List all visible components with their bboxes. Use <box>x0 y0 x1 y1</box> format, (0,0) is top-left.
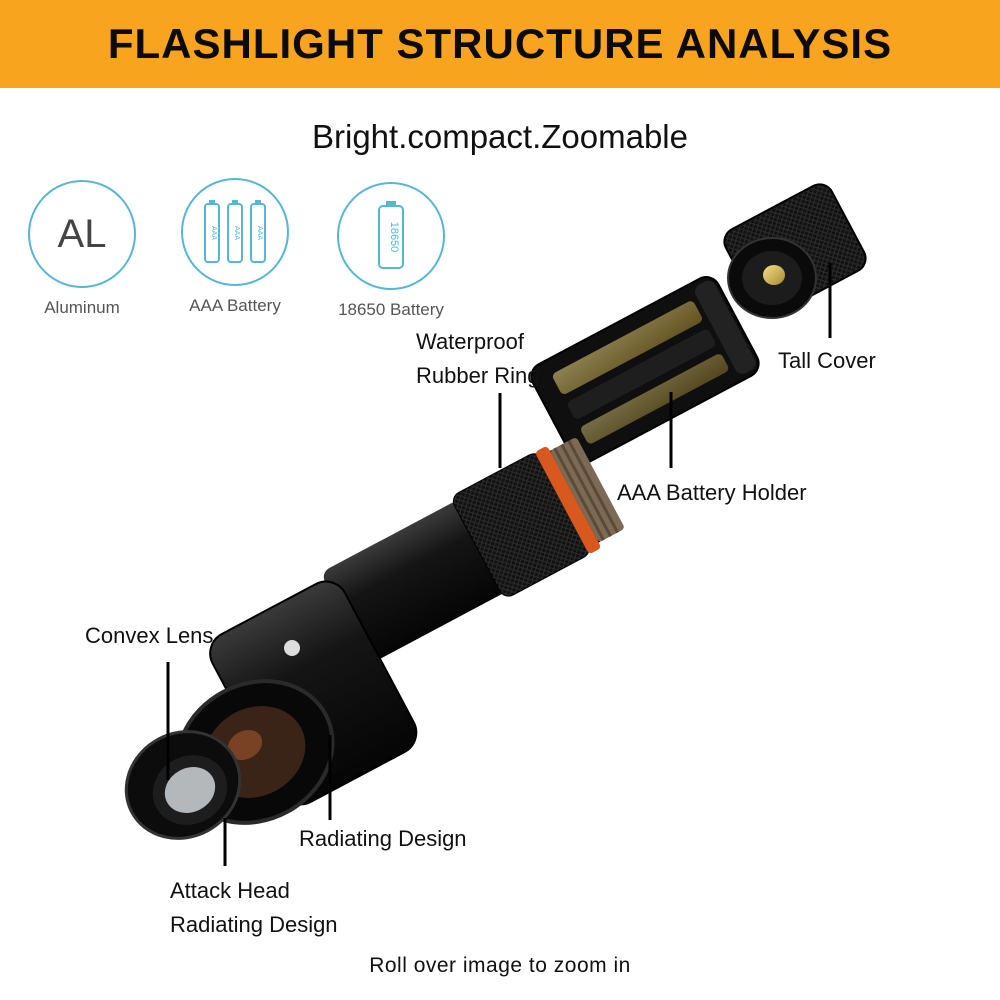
aaa-battery-icon: AAA AAA AAA <box>181 178 289 286</box>
leader-lines <box>166 263 832 866</box>
callout-tall-cover: Tall Cover <box>778 348 876 373</box>
aaa-batteries-graphic: AAA AAA AAA <box>204 200 266 263</box>
callout-convex-lens: Convex Lens <box>85 623 214 648</box>
callout-waterproof-line2: Rubber Ring <box>416 363 540 388</box>
18650-battery-graphic: 18650 <box>378 201 404 269</box>
aaa-label-1: AAA <box>210 226 217 240</box>
aluminum-icon-text: AL <box>57 211 107 256</box>
callout-radiating-design: Radiating Design <box>299 826 467 851</box>
flashlight-body <box>175 438 624 825</box>
page-title: FLASHLIGHT STRUCTURE ANALYSIS <box>107 20 893 67</box>
aaa-label-3: AAA <box>256 226 263 240</box>
18650-label: 18650 <box>388 222 400 253</box>
feature-aluminum: AL Aluminum <box>12 180 152 318</box>
subtitle: Bright.compact.Zoomable <box>311 118 688 155</box>
callout-waterproof-line1: Waterproof <box>416 329 525 354</box>
callout-battery-holder: AAA Battery Holder <box>617 480 807 505</box>
feature-label-aaa-battery: AAA Battery <box>189 296 281 315</box>
aaa-label-2: AAA <box>233 226 240 240</box>
tail-cover <box>723 183 867 319</box>
feature-label-aluminum: Aluminum <box>44 298 120 317</box>
attack-head-bezel <box>124 730 242 840</box>
callout-attack-head-line1: Attack Head <box>170 878 290 903</box>
callout-attack-head-line2: Radiating Design <box>170 912 338 937</box>
feature-label-18650-battery: 18650 Battery <box>338 300 444 319</box>
feature-aaa-battery: AAA AAA AAA AAA Battery <box>165 178 305 316</box>
zoom-hint: Roll over image to zoom in <box>369 954 631 977</box>
18650-battery-icon: 18650 <box>337 182 445 290</box>
callout-attack-head: Attack Head Radiating Design <box>170 874 338 942</box>
aluminum-icon: AL <box>28 180 136 288</box>
title-banner: FLASHLIGHT STRUCTURE ANALYSIS <box>0 0 1000 88</box>
callout-waterproof-ring: Waterproof Rubber Ring <box>416 325 540 393</box>
feature-18650-battery: 18650 18650 Battery <box>321 182 461 320</box>
